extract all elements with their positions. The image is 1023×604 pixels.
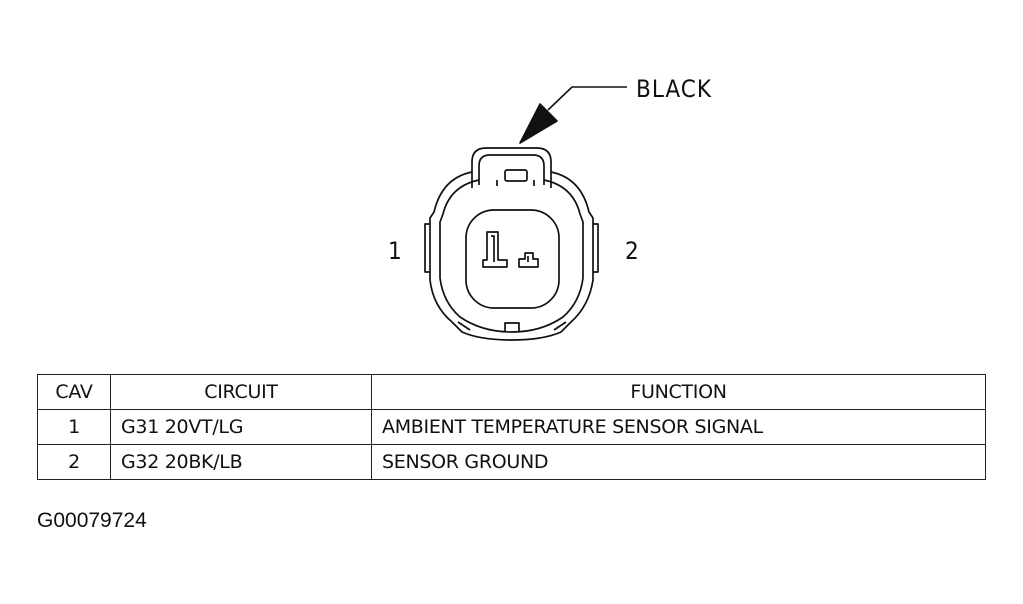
figure-id: G00079724 <box>37 509 147 532</box>
cavity-label-2: 2 <box>625 237 639 265</box>
connector-face <box>424 147 599 341</box>
locking-tab <box>471 147 552 188</box>
cavity-face <box>465 209 560 309</box>
terminal-1 <box>482 231 508 268</box>
header-cav: CAV <box>37 374 111 410</box>
lock-latch <box>504 169 528 182</box>
row-cav: 2 <box>37 444 111 480</box>
header-function: FUNCTION <box>371 374 986 410</box>
table-header-row: CAV CIRCUIT FUNCTION <box>37 374 986 410</box>
terminal-2 <box>518 252 539 268</box>
header-circuit: CIRCUIT <box>110 374 372 410</box>
connector-housing-outer <box>429 171 594 341</box>
pin-out-table: CAV CIRCUIT FUNCTION 1 G31 20VT/LG AMBIE… <box>37 374 986 480</box>
color-leader-arrow <box>519 86 627 144</box>
connector-diagram: BLACK 1 2 <box>388 75 712 341</box>
row-circuit: G32 20BK/LB <box>110 444 372 480</box>
connector-color-label: BLACK <box>636 75 712 103</box>
cavity-label-1: 1 <box>388 237 402 265</box>
row-cav: 1 <box>37 409 111 445</box>
table-row: 2 G32 20BK/LB SENSOR GROUND <box>37 444 986 480</box>
row-circuit: G31 20VT/LG <box>110 409 372 445</box>
table-row: 1 G31 20VT/LG AMBIENT TEMPERATURE SENSOR… <box>37 409 986 445</box>
row-function: SENSOR GROUND <box>371 444 986 480</box>
row-function: AMBIENT TEMPERATURE SENSOR SIGNAL <box>371 409 986 445</box>
